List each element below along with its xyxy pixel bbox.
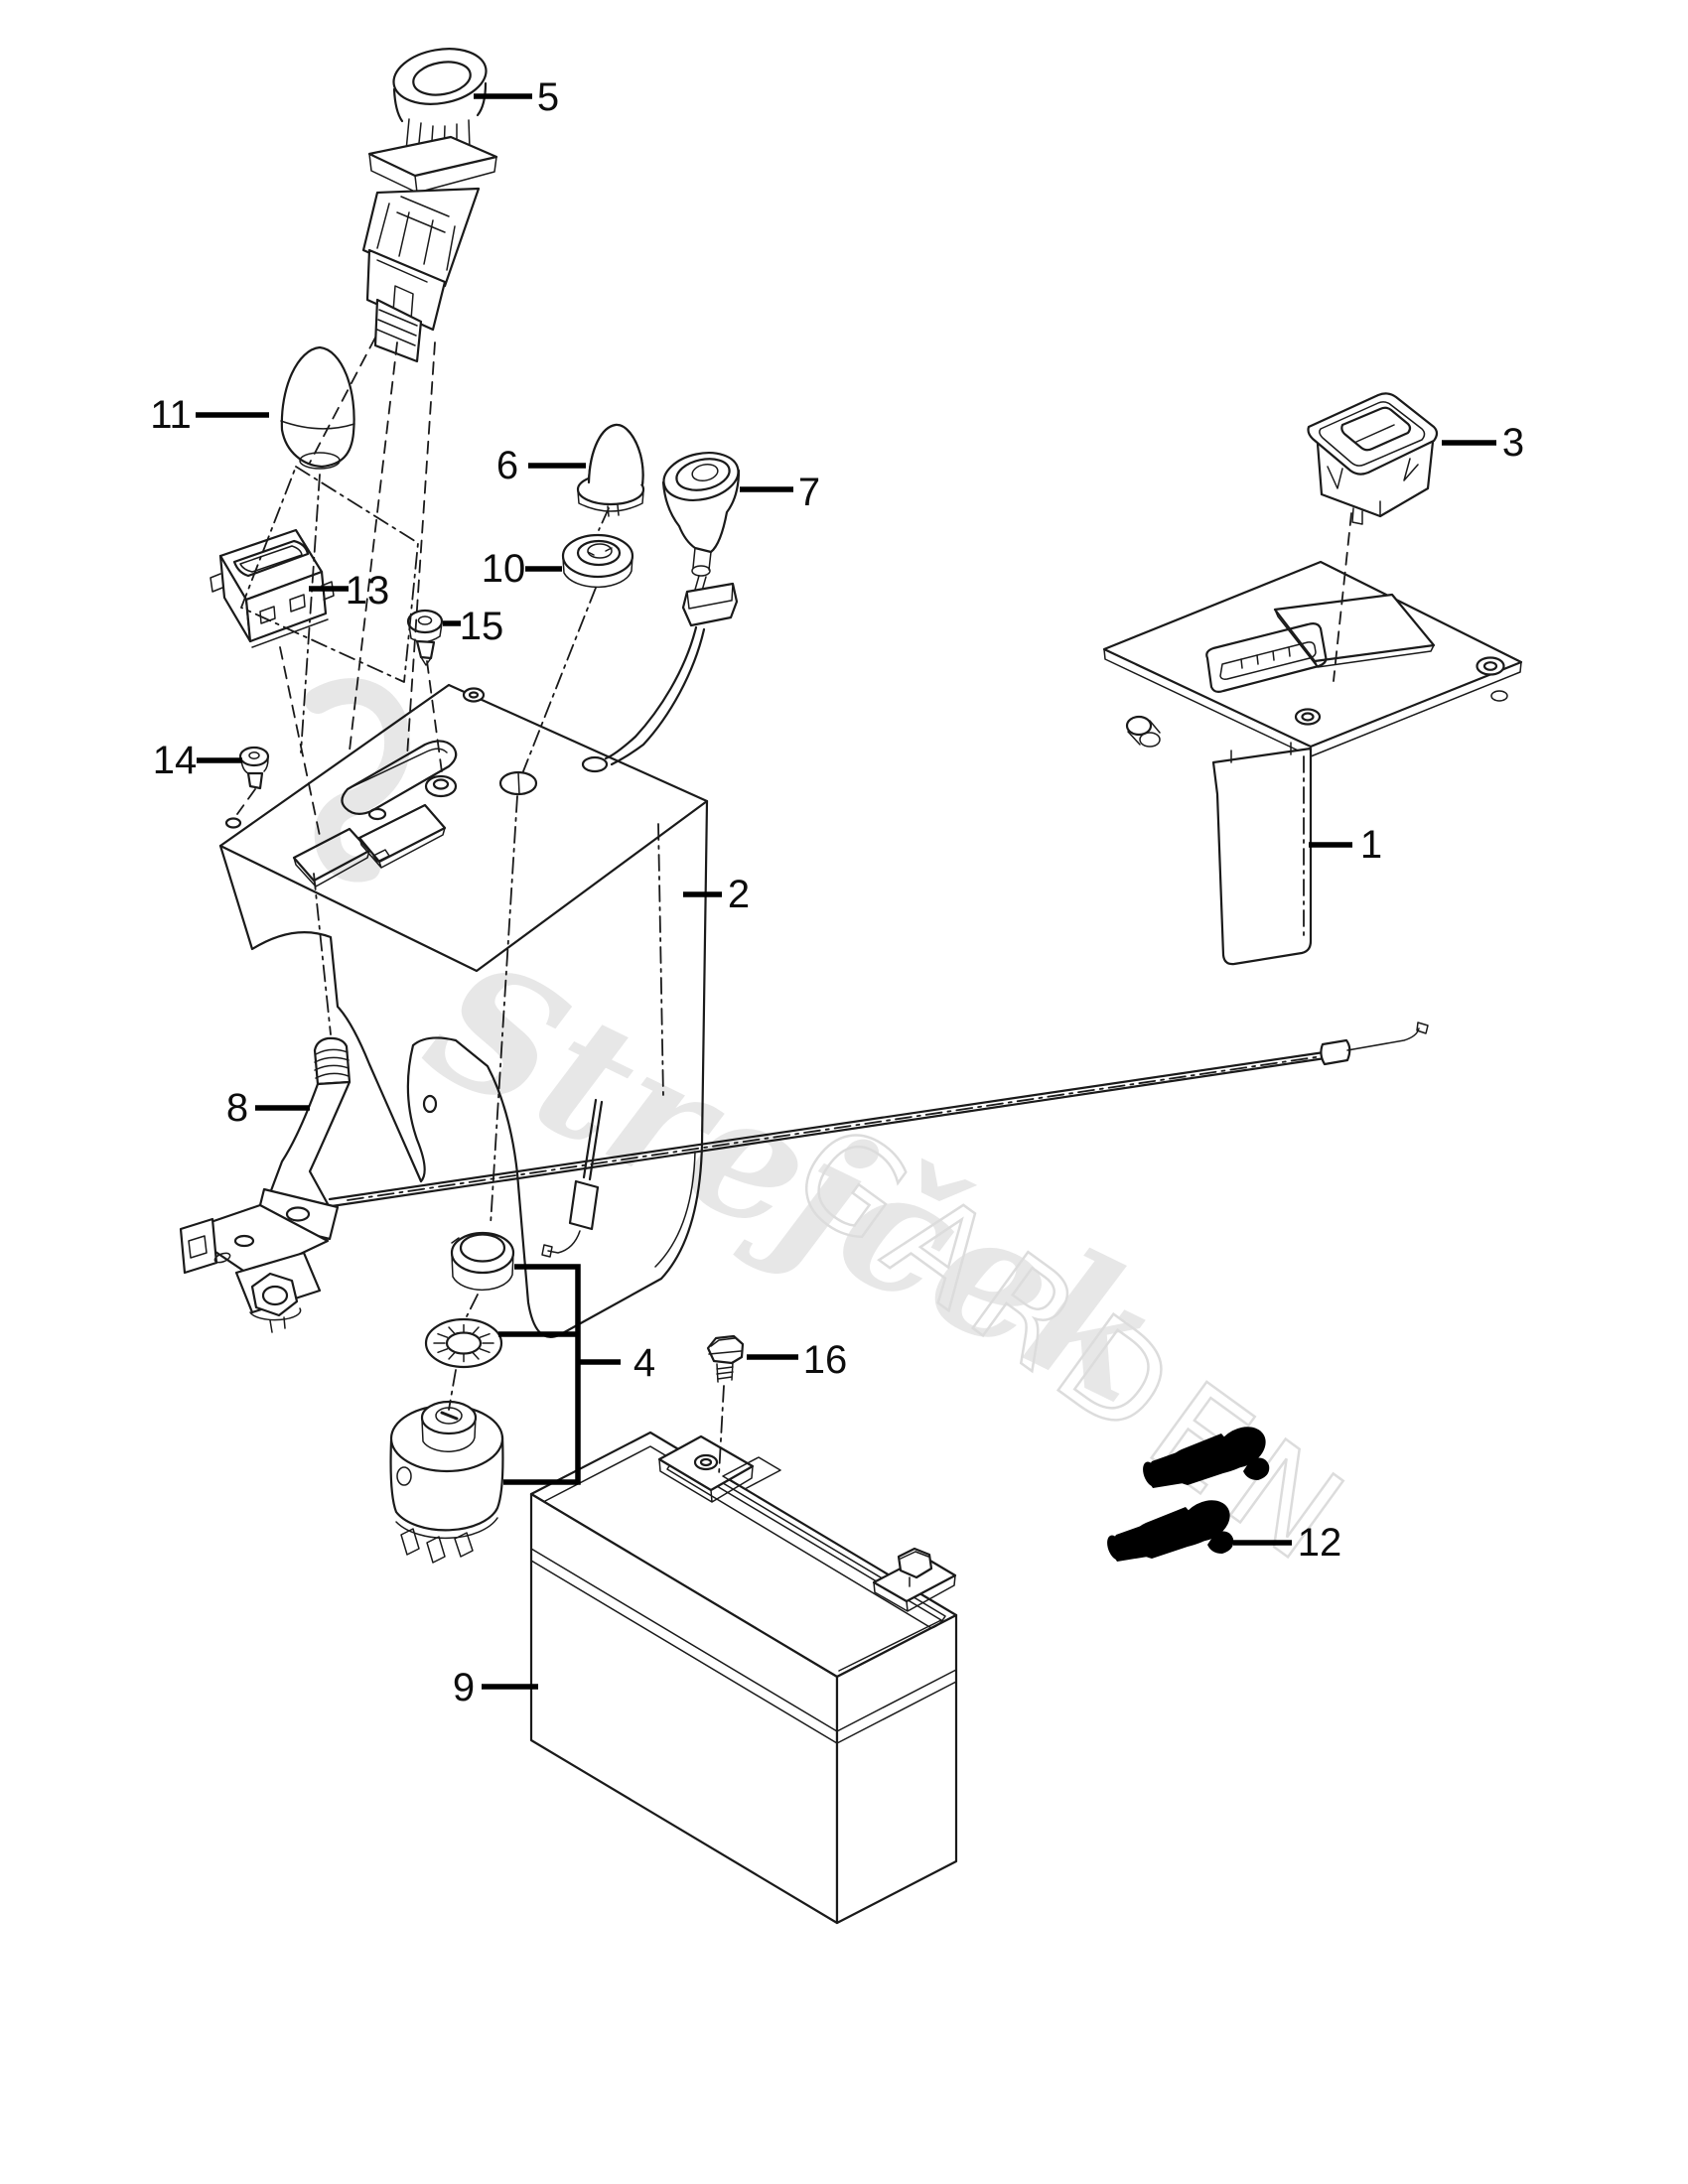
- callout-5-label: 5: [537, 75, 559, 119]
- callout-9-label: 9: [453, 1666, 475, 1709]
- callout-2: 2: [683, 873, 750, 916]
- part-13-hour-meter-drawing: [210, 528, 335, 648]
- callout-14-label: 14: [153, 739, 198, 782]
- callout-4-leader: [498, 1264, 621, 1485]
- watermark-logo-glyph: [305, 678, 411, 883]
- callout-15-label: 15: [460, 605, 504, 648]
- callout-15: 15: [443, 605, 503, 648]
- callout-5: 5: [474, 75, 559, 119]
- callout-12: 12: [1233, 1521, 1341, 1565]
- part-10-bezel-ring-drawing: [561, 533, 634, 589]
- part-6-wedge-knob-drawing: [576, 423, 645, 517]
- callout-10: 10: [482, 547, 562, 591]
- part-4-ignition-switch-group-drawing: [389, 1231, 515, 1564]
- callout-8: 8: [226, 1086, 310, 1130]
- part-5-plunger-switch-drawing: [361, 48, 498, 363]
- callout-16-label: 16: [803, 1338, 848, 1382]
- part-3-rocker-switch-drawing: [1307, 392, 1439, 525]
- callout-6: 6: [496, 444, 586, 487]
- callout-14: 14: [153, 739, 242, 782]
- callout-1: 1: [1309, 823, 1382, 867]
- part-7-choke-cable-drawing: [541, 452, 741, 1258]
- part-11-knob-drawing: [280, 345, 355, 470]
- callout-12-label: 12: [1298, 1521, 1342, 1565]
- callout-13-label: 13: [346, 569, 390, 613]
- callout-11: 11: [150, 393, 269, 437]
- callout-6-label: 6: [496, 444, 518, 487]
- callout-3: 3: [1442, 421, 1524, 465]
- callout-13: 13: [309, 569, 389, 613]
- part-1-mounting-bracket-drawing: [1102, 560, 1523, 966]
- callout-8-label: 8: [226, 1086, 248, 1130]
- callout-11-label: 11: [150, 393, 192, 437]
- watermark-collection-text: GARDEN: [767, 1094, 1382, 1598]
- callout-9: 9: [453, 1666, 538, 1709]
- part-15-screw-drawing: [406, 609, 444, 666]
- callout-10-label: 10: [482, 547, 526, 591]
- callouts-layer: 1 2 3 4 5 6 7 8: [150, 75, 1524, 1709]
- part-14-screw-drawing: [238, 746, 270, 790]
- part-16-hex-bolt-drawing: [706, 1334, 745, 1383]
- callout-7: 7: [740, 471, 820, 514]
- callout-7-label: 7: [798, 471, 820, 514]
- callout-4-label: 4: [633, 1341, 655, 1385]
- part-9-battery-drawing: [529, 1431, 958, 1925]
- callout-2-label: 2: [728, 873, 750, 916]
- callout-4: 4: [498, 1264, 655, 1485]
- callout-3-label: 3: [1502, 421, 1524, 465]
- callout-16: 16: [747, 1338, 847, 1382]
- callout-1-label: 1: [1360, 823, 1382, 867]
- part-8-control-lever-drawing: [179, 1022, 1429, 1333]
